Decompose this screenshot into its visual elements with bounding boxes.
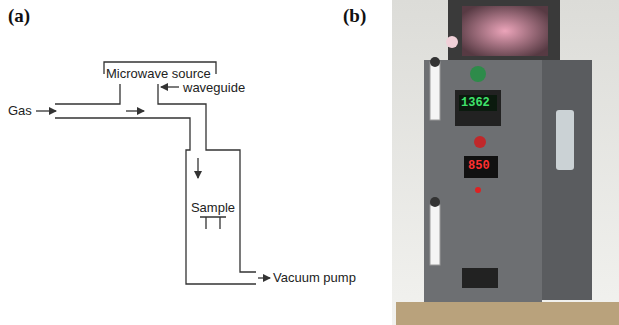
flowmeter [430, 62, 440, 120]
component-name: Microwave source [106, 66, 213, 81]
chamber-wall [55, 118, 256, 284]
panel [424, 60, 542, 312]
tube-wall [55, 84, 120, 104]
gas-label: Gas [8, 103, 32, 118]
display [459, 95, 497, 111]
display [464, 156, 498, 178]
panel-letter: (a) [8, 5, 30, 27]
red-knob [474, 136, 486, 148]
gas-arrow [36, 110, 56, 111]
indicator [475, 187, 481, 193]
vial [556, 110, 574, 170]
source-box: Microwave source [106, 66, 213, 81]
plasma-glow [462, 6, 548, 56]
photo-ground [392, 0, 619, 325]
flowmeter [430, 205, 440, 265]
magnetron-box [448, 0, 560, 62]
glow-spot [446, 36, 458, 48]
chamber: Sample [186, 150, 240, 284]
controller [455, 90, 501, 126]
part-label: Vacuum pump [273, 270, 356, 285]
sample-holder [200, 217, 226, 229]
pump-arrow [258, 277, 270, 278]
pointer-arrow [161, 86, 179, 87]
green-button [470, 66, 486, 82]
knob [430, 57, 440, 67]
timer [462, 268, 498, 288]
panel-letter: (b) [343, 5, 366, 27]
photo [392, 0, 619, 325]
display-reading: 850 [468, 159, 490, 173]
display-reading: 1362 [461, 96, 490, 110]
side-cavity [542, 60, 592, 300]
flow-arrow [126, 110, 144, 111]
base [396, 302, 619, 325]
sample-label: Sample [186, 200, 240, 215]
tube-wall [158, 84, 256, 272]
flow-arrow [197, 158, 198, 178]
schematic [36, 62, 270, 284]
knob [430, 197, 440, 207]
part-label: waveguide [183, 80, 245, 95]
